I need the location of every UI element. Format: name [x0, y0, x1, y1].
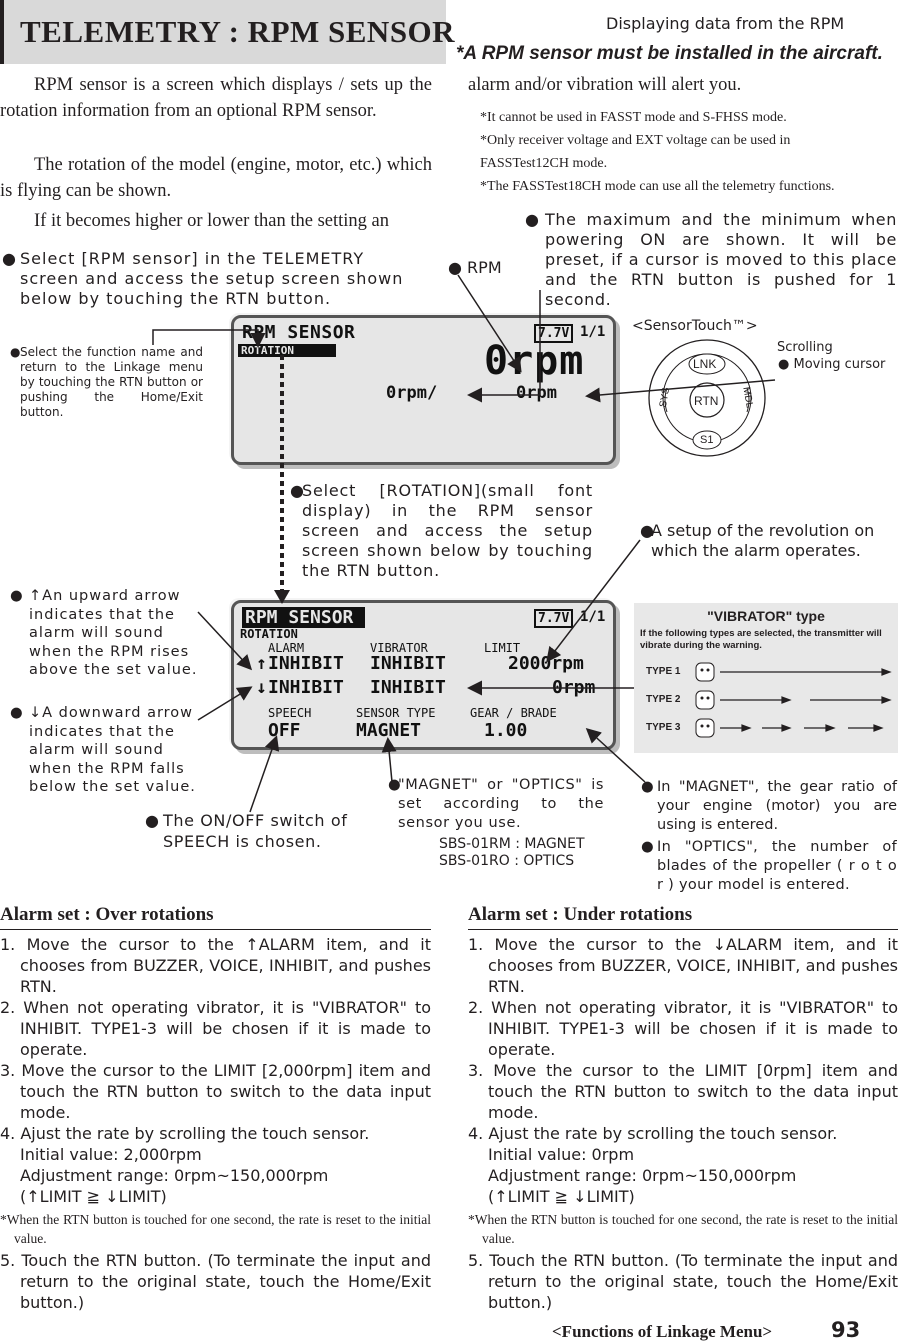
callout-alarm-setup: ● A setup of the revolution on which the… [640, 521, 875, 560]
col-alarm-header: ALARM [268, 641, 305, 655]
intro-paragraph-3: If it becomes higher or lower than the s… [34, 211, 389, 231]
callout-select-rpm: ● Select [RPM sensor] in the TELEMETRY s… [2, 249, 404, 308]
footer-section: <Functions of Linkage Menu> [552, 1322, 773, 1341]
type2-label: TYPE 2 [646, 694, 681, 705]
under-rotation-section: Alarm set : Under rotations 1. Move the … [468, 904, 898, 1313]
under-step-4: 4. Ajust the rate by scrolling the touch… [468, 1124, 838, 1143]
battery-indicator-2: 7.7V [534, 609, 574, 628]
over-heading: Alarm set : Over rotations [0, 904, 214, 925]
leader-lines [152, 274, 776, 813]
over-step-5: 5. Touch the RTN button. (To terminate t… [0, 1251, 431, 1312]
page-subtitle: Displaying data from the RPM [606, 14, 845, 33]
callout-magnet-optics: ● "MAGNET" or "OPTICS" is set according … [388, 777, 604, 831]
over-step-4: 4. Ajust the rate by scrolling the touch… [0, 1124, 370, 1143]
col-vibrator-header: VIBRATOR [370, 641, 428, 655]
under-step-2: 2. When not operating vibrator, it is "V… [468, 998, 898, 1059]
requirement-note: *A RPM sensor must be installed in the a… [456, 43, 883, 64]
intro-notes: *It cannot be used in FASST mode and S-F… [480, 106, 898, 198]
intro-paragraph-2: The rotation of the model (engine, motor… [0, 155, 432, 201]
vibrator-type-title: "VIBRATOR" type [707, 608, 825, 624]
note-fasst: *It cannot be used in FASST mode and S-F… [480, 110, 787, 125]
note-fasstest18: *The FASSTest18CH mode can use all the t… [480, 179, 835, 194]
down-alarm-value[interactable]: INHIBIT [268, 677, 344, 698]
page-title-banner: TELEMETRY : RPM SENSOR [0, 0, 455, 64]
callout-speech: ● The ON/OFF switch of SPEECH is chosen. [145, 811, 348, 851]
down-alarm-arrow: ↓ [256, 677, 267, 698]
over-step-3: 3. Move the cursor to the LIMIT [2,000rp… [0, 1061, 431, 1122]
scrolling-label: Scrolling [777, 340, 833, 355]
sbs-list: SBS-01RM : MAGNET SBS-01RO : OPTICS [439, 836, 585, 870]
over-range: Adjustment range: 0rpm~150,000rpm [20, 1166, 329, 1185]
up-alarm-arrow: ↑ [256, 653, 267, 674]
callout-gear-magnet: ● In "MAGNET", the gear ratio of your en… [641, 779, 897, 833]
speech-label: SPEECH [268, 706, 312, 720]
callout-gear-optics: ● In "OPTICS", the number of blades of t… [641, 839, 897, 893]
callout-down-arrow: ● ↓A downward arrow indicates that the a… [10, 705, 196, 795]
sbs-01rm: SBS-01RM : MAGNET [439, 836, 585, 852]
up-vibrator-value[interactable]: INHIBIT [370, 653, 446, 674]
page-indicator-2: 1/1 [580, 609, 606, 625]
rpm-alarm-screen: RPM SENSOR 7.7V 1/1 ROTATION ALARM VIBRA… [231, 600, 616, 750]
over-reset-note: *When the RTN button is touched for one … [0, 1212, 431, 1246]
under-step-3: 3. Move the cursor to the LIMIT [0rpm] i… [468, 1061, 898, 1122]
vibration-pattern-icon [695, 662, 892, 738]
over-step-2: 2. When not operating vibrator, it is "V… [0, 998, 431, 1059]
battery-indicator: 7.7V [534, 324, 574, 343]
down-vibrator-value[interactable]: INHIBIT [370, 677, 446, 698]
gear-label: GEAR / BRADE [470, 706, 557, 720]
under-reset-note: *When the RTN button is touched for one … [468, 1212, 898, 1246]
callout-max-min: ● The maximum and the minimum when power… [525, 210, 897, 309]
sbs-01ro: SBS-01RO : OPTICS [439, 853, 575, 869]
vibrator-type-desc: If the following types are selected, the… [640, 628, 882, 651]
page-number: 93 [831, 1318, 861, 1342]
under-limit-rule: (↑LIMIT ≧ ↓LIMIT) [488, 1187, 635, 1206]
note-fasstest12: FASSTest12CH mode. [480, 156, 608, 171]
dial-s1[interactable]: S1 [700, 434, 714, 446]
under-heading: Alarm set : Under rotations [468, 904, 693, 925]
over-rotation-section: Alarm set : Over rotations 1. Move the c… [0, 904, 431, 1313]
rpm-sensor-screen: RPM SENSOR 7.7V 1/1 ROTATION 0rpm 0rpm/ … [231, 315, 616, 465]
vibrator-type-panel: "VIBRATOR" type If the following types a… [634, 603, 898, 753]
under-range: Adjustment range: 0rpm~150,000rpm [488, 1166, 797, 1185]
dial-icon [648, 339, 766, 457]
page-indicator: 1/1 [580, 324, 606, 340]
up-limit-value[interactable]: 2000rpm [508, 653, 584, 674]
callout-return: ● Select the function name and return to… [10, 345, 203, 419]
type3-label: TYPE 3 [646, 722, 681, 733]
callout-rpm: ● RPM [448, 258, 502, 277]
page-title: TELEMETRY : RPM SENSOR [20, 14, 456, 49]
intro-paragraph-1: RPM sensor is a screen which displays / … [0, 75, 432, 121]
over-step-1: 1. Move the cursor to the ↑ALARM item, a… [0, 935, 431, 996]
dial-rtn[interactable]: RTN [694, 394, 719, 408]
intro-paragraph-4: alarm and/or vibration will alert you. [468, 75, 742, 95]
moving-cursor-label: ● Moving cursor [778, 357, 886, 372]
under-step-1: 1. Move the cursor to the ↓ALARM item, a… [468, 935, 898, 996]
up-alarm-value[interactable]: INHIBIT [268, 653, 344, 674]
screen2-title: RPM SENSOR [242, 607, 366, 628]
sensortouch-dial[interactable]: LNK RTN SYS MDL S1 [645, 336, 769, 460]
note-receiver: *Only receiver voltage and EXT voltage c… [480, 133, 791, 148]
col-limit-header: LIMIT [484, 641, 521, 655]
callout-select-rotation: ● Select [ROTATION](small font display) … [290, 481, 593, 580]
max-rpm-value[interactable]: 0rpm/ [386, 383, 438, 403]
gear-value[interactable]: 1.00 [484, 720, 528, 741]
under-step-5: 5. Touch the RTN button. (To terminate t… [468, 1251, 898, 1312]
over-initial: Initial value: 2,000rpm [20, 1145, 202, 1164]
rpm-value: 0rpm [484, 338, 585, 384]
under-initial: Initial value: 0rpm [488, 1145, 635, 1164]
dial-lnk[interactable]: LNK [693, 357, 717, 371]
min-rpm-value[interactable]: 0rpm [516, 383, 557, 403]
type1-label: TYPE 1 [646, 666, 681, 677]
screen1-title: RPM SENSOR [242, 322, 356, 343]
sensortouch-label: <SensorTouch™> [632, 318, 758, 334]
callout-up-arrow: ● ↑An upward arrow indicates that the al… [10, 588, 198, 678]
sensor-type-label: SENSOR TYPE [356, 706, 436, 720]
sensor-type-value[interactable]: MAGNET [356, 720, 422, 741]
over-limit-rule: (↑LIMIT ≧ ↓LIMIT) [20, 1187, 167, 1206]
rotation-tab-2[interactable]: ROTATION [240, 627, 298, 641]
